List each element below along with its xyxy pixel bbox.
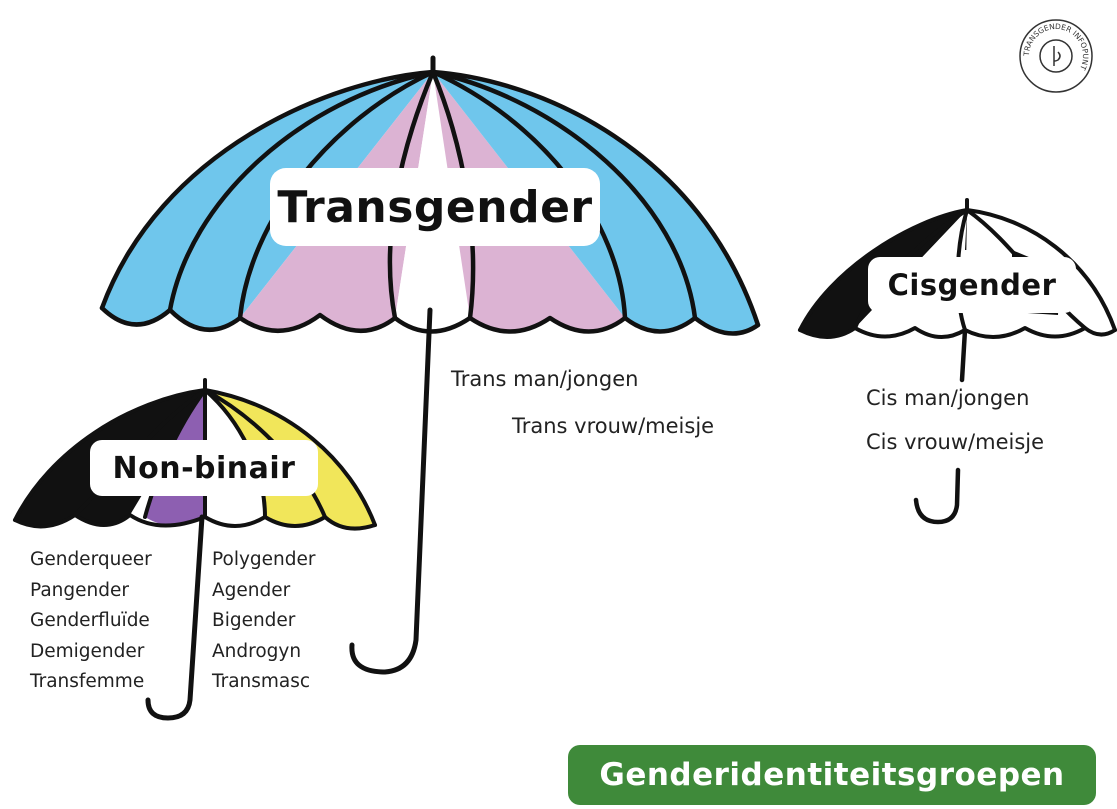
- transgender-umbrella: [102, 58, 758, 672]
- nb-handle: [148, 517, 202, 718]
- cisgender-title: Cisgender: [868, 257, 1076, 313]
- list-item: Transmasc: [212, 667, 315, 698]
- cis-item-woman: Cis vrouw/meisje: [866, 430, 1044, 454]
- list-item: Pangender: [30, 576, 152, 607]
- cis-handle: [916, 330, 965, 522]
- nonbinary-title: Non-binair: [90, 440, 318, 496]
- trans-item-woman: Trans vrouw/meisje: [512, 414, 714, 438]
- list-item: Bigender: [212, 606, 315, 637]
- nonbinary-list-right: Polygender Agender Bigender Androgyn Tra…: [212, 545, 315, 698]
- cisgender-umbrella: [800, 200, 1115, 522]
- list-item: Transfemme: [30, 667, 152, 698]
- list-item: Genderfluïde: [30, 606, 152, 637]
- transgender-title: Transgender: [270, 168, 600, 246]
- trans-handle: [352, 310, 430, 672]
- trans-item-man: Trans man/jongen: [451, 367, 638, 391]
- footer-title: Genderidentiteitsgroepen: [568, 745, 1096, 805]
- list-item: Genderqueer: [30, 545, 152, 576]
- list-item: Agender: [212, 576, 315, 607]
- list-item: Androgyn: [212, 637, 315, 668]
- nonbinary-list-left: Genderqueer Pangender Genderfluïde Demig…: [30, 545, 152, 698]
- list-item: Demigender: [30, 637, 152, 668]
- transgender-infopunt-logo: TRANSGENDER INFOPUNT: [1016, 16, 1096, 96]
- cis-item-man: Cis man/jongen: [866, 386, 1029, 410]
- list-item: Polygender: [212, 545, 315, 576]
